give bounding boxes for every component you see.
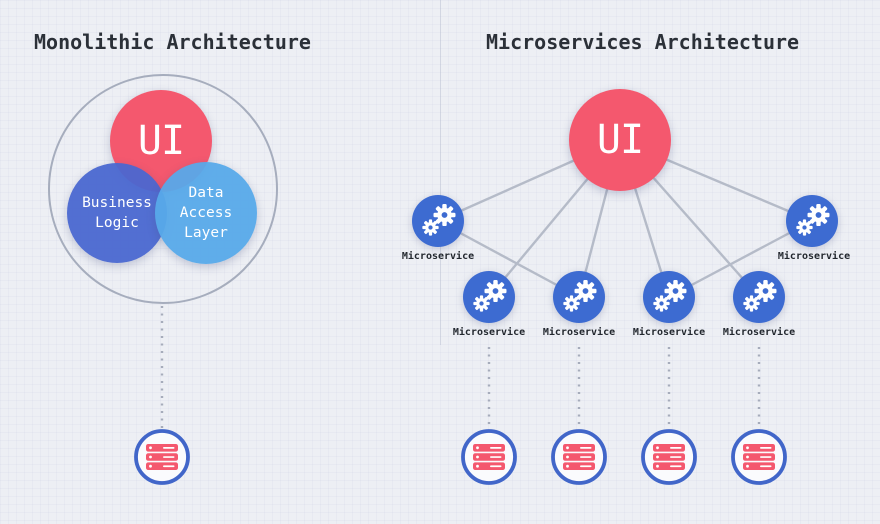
gears-icon bbox=[643, 271, 695, 323]
microservice-node-upper-right bbox=[786, 195, 838, 247]
monolith-boundary-circle bbox=[48, 74, 278, 304]
database-server-icon bbox=[731, 429, 787, 485]
ms-database-node-4 bbox=[729, 427, 789, 487]
business-logic-label: Business Logic bbox=[82, 195, 152, 231]
ms-database-node-1 bbox=[459, 427, 519, 487]
microservice-node-bottom-2 bbox=[553, 271, 605, 323]
gears-icon bbox=[733, 271, 785, 323]
database-server-icon bbox=[134, 429, 190, 485]
database-server-icon bbox=[641, 429, 697, 485]
data-access-layer-label: Data Access Layer bbox=[179, 185, 233, 241]
microservice-node-bottom-4 bbox=[733, 271, 785, 323]
ms-database-node-2 bbox=[549, 427, 609, 487]
ms-upper-right-to-ms-bottom-3-line bbox=[668, 219, 813, 299]
panel-divider-line bbox=[440, 0, 441, 345]
ms-database-node-3 bbox=[639, 427, 699, 487]
microservice-node-bottom-1 bbox=[463, 271, 515, 323]
microservice-node-upper-left bbox=[412, 195, 464, 247]
microservice-label: Microservice bbox=[542, 327, 616, 338]
monolithic-title: Monolithic Architecture bbox=[34, 30, 311, 54]
microservices-title: Microservices Architecture bbox=[486, 30, 800, 54]
microservice-label: Microservice bbox=[722, 327, 796, 338]
database-server-icon bbox=[551, 429, 607, 485]
microservice-node-bottom-3 bbox=[643, 271, 695, 323]
microservice-label: Microservice bbox=[777, 251, 851, 262]
database-dotted-links bbox=[160, 306, 761, 428]
gears-icon bbox=[412, 195, 464, 247]
microservices-ui-label: UI bbox=[596, 117, 644, 163]
gears-icon bbox=[786, 195, 838, 247]
data-access-layer-circle: Data Access Layer bbox=[155, 162, 257, 264]
microservice-label: Microservice bbox=[632, 327, 706, 338]
gears-icon bbox=[553, 271, 605, 323]
business-logic-circle: Business Logic bbox=[67, 163, 167, 263]
ms-upper-left-to-ms-bottom-2-line bbox=[437, 219, 580, 299]
gears-icon bbox=[463, 271, 515, 323]
microservice-label: Microservice bbox=[401, 251, 475, 262]
microservices-ui-circle: UI bbox=[569, 89, 671, 191]
database-server-icon bbox=[461, 429, 517, 485]
monolith-database-node bbox=[132, 427, 192, 487]
monolith-ui-label: UI bbox=[137, 118, 185, 164]
microservice-label: Microservice bbox=[452, 327, 526, 338]
